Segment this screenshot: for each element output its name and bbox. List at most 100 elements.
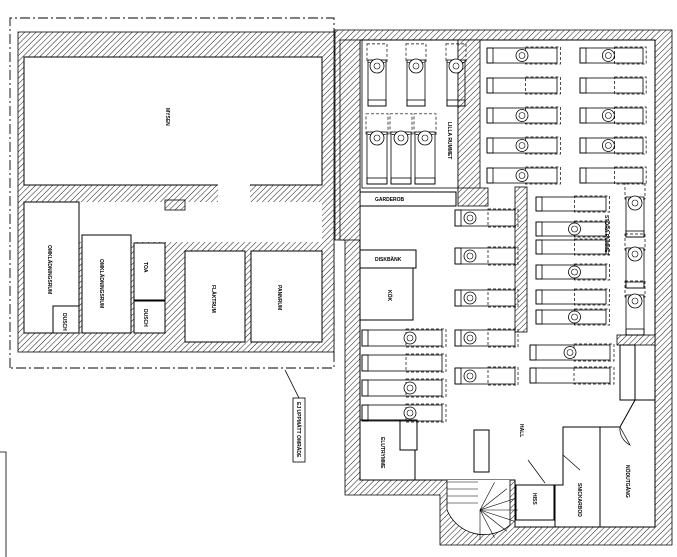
treadmill-end [529, 344, 537, 361]
person-head-icon [466, 334, 474, 342]
wall-stub [164, 199, 186, 211]
unsurveyed-boundary [9, 17, 335, 369]
treadmill-clearance [574, 263, 610, 281]
stair-step [479, 509, 508, 532]
room-mysen [23, 56, 323, 186]
treadmill [454, 208, 519, 228]
label-toa: TOA [142, 262, 148, 273]
column [619, 344, 636, 401]
partial-frame [0, 451, 7, 557]
label-diskbank: DISKBÄNK [375, 256, 402, 263]
treadmill [486, 106, 561, 125]
treadmill-clearance [574, 308, 610, 326]
treadmill-clearance [405, 353, 447, 373]
person-head-icon [518, 172, 526, 179]
treadmill [624, 182, 646, 238]
treadmill-end [535, 264, 543, 280]
treadmill [535, 238, 610, 256]
treadmill-end [454, 329, 462, 347]
label-omkladningsrum-1: OMKLÄDNINGSRUM [46, 245, 53, 294]
person-head-icon [605, 112, 612, 119]
room-hiss [515, 484, 555, 521]
person-head-icon [412, 62, 420, 70]
treadmill [366, 43, 388, 107]
wall-stora-divider [514, 186, 528, 333]
treadmill-end [579, 167, 587, 184]
treadmill-clearance [487, 246, 519, 266]
door-swing [619, 426, 631, 446]
treadmill-clearance [614, 46, 647, 65]
person-head-icon [631, 250, 639, 258]
treadmill-clearance [487, 288, 519, 308]
treadmill [486, 136, 561, 155]
treadmill-clearance [365, 113, 389, 135]
treadmill [529, 343, 615, 362]
treadmill [624, 280, 646, 336]
treadmill-end [579, 137, 587, 154]
label-mysen: MYSEN [164, 108, 170, 126]
treadmill-end [454, 289, 462, 307]
room-kok [359, 267, 414, 321]
treadmill [454, 328, 519, 348]
person-head-icon [566, 349, 574, 356]
treadmill-end [406, 99, 426, 107]
room-dusch-2 [133, 300, 166, 334]
treadmill-clearance [366, 43, 388, 63]
wall-block [457, 187, 489, 207]
treadmill [454, 288, 519, 308]
label-dusch-1: DUSCH [61, 313, 67, 331]
treadmill-end [579, 107, 587, 124]
treadmill-clearance [614, 76, 647, 95]
treadmill-end [454, 209, 462, 227]
treadmill-clearance [574, 195, 610, 213]
treadmill-end [486, 167, 494, 184]
treadmill-end [446, 99, 466, 107]
annotation-box [292, 397, 306, 463]
person-head-icon [466, 294, 474, 302]
treadmill-end [535, 196, 543, 212]
label-garderob: GARDEROB [375, 197, 405, 203]
stair-step [479, 509, 495, 538]
stair-step [479, 488, 508, 511]
treadmill-clearance [614, 136, 647, 155]
treadmill-clearance [574, 288, 610, 306]
treadmill [579, 136, 647, 155]
treadmill [535, 263, 610, 281]
doorway-gap [218, 184, 250, 204]
room-dusch-1 [52, 305, 80, 334]
treadmill-end [486, 107, 494, 124]
treadmill-clearance [389, 113, 413, 135]
treadmill-end [486, 47, 494, 64]
treadmill-end [535, 289, 543, 305]
treadmill [579, 106, 647, 125]
person-head-icon [452, 62, 460, 70]
person-head-icon [406, 409, 414, 417]
person-head-icon [518, 52, 526, 59]
leader-line [284, 369, 300, 399]
label-elutrymme: ELUTRYMME [379, 437, 385, 469]
treadmill [486, 166, 561, 185]
person-head-icon [466, 214, 474, 222]
treadmill-end [486, 137, 494, 154]
label-hall: HALL [518, 424, 524, 437]
person-head-icon [631, 199, 639, 207]
treadmill [486, 46, 561, 65]
wall-right-column [616, 334, 656, 346]
person-head-icon [406, 334, 414, 342]
person-head-icon [466, 372, 474, 380]
label-snickarbod: SNICKARBOD [576, 483, 582, 517]
person-head-icon [631, 297, 639, 305]
treadmill-end [529, 367, 537, 384]
person-head-icon [518, 112, 526, 119]
treadmill [579, 76, 647, 95]
treadmill [535, 288, 610, 306]
treadmill-end [361, 404, 369, 422]
room-pannrum [250, 250, 323, 343]
person-head-icon [406, 384, 414, 392]
treadmill [486, 76, 561, 95]
treadmill [535, 220, 610, 238]
treadmill [624, 233, 646, 289]
stair-step [479, 498, 516, 511]
